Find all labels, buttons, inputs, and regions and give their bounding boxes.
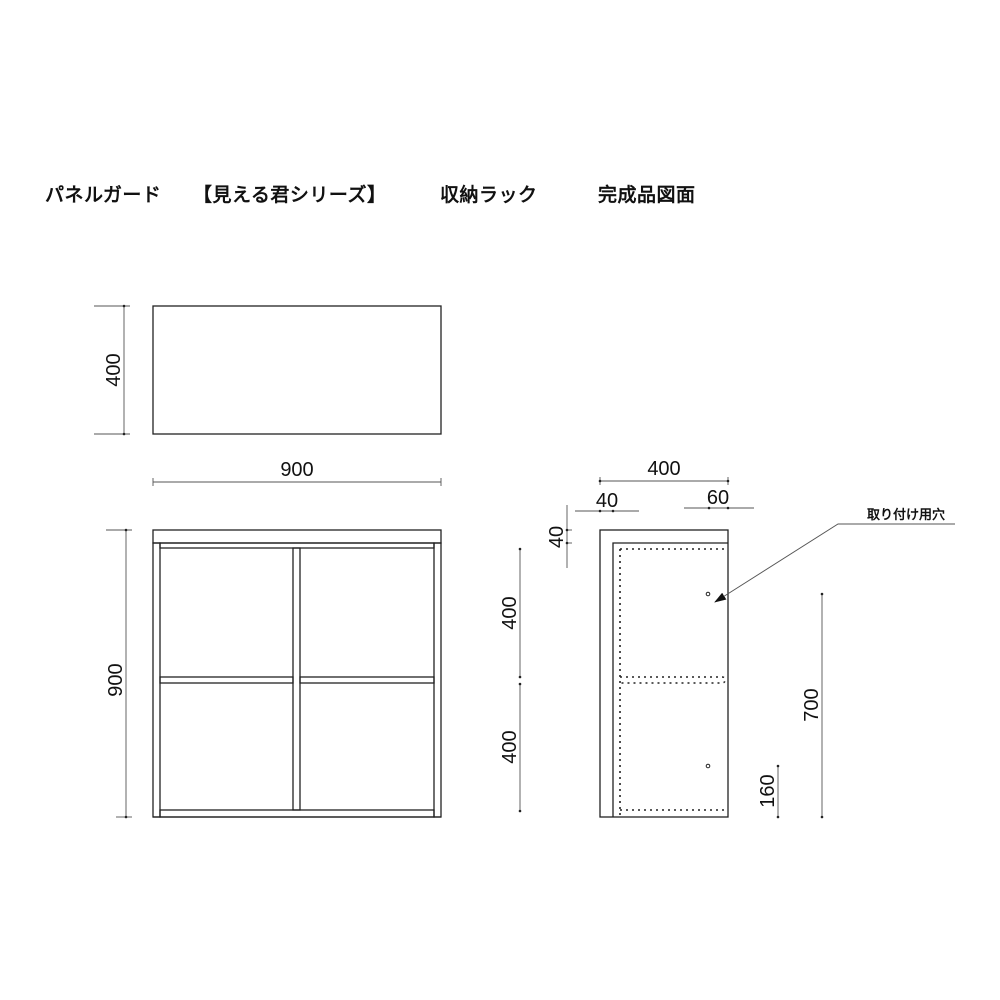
title-series: 【見える君シリーズ】	[193, 184, 387, 206]
callout-label: 取り付け用穴	[867, 507, 945, 523]
side-lower-hole-height-dimension: 160	[757, 764, 780, 819]
side-right-inset-label: 60	[707, 487, 729, 509]
top-view-outline	[152, 305, 442, 435]
side-inner-panel-edge	[612, 542, 728, 817]
front-middle-shelf-left	[159, 676, 294, 684]
front-view-height-dimension: 900	[105, 528, 132, 819]
side-outline	[599, 529, 729, 818]
title-item: 収納ラック	[440, 184, 538, 206]
side-hidden-shelf	[620, 676, 726, 684]
side-upper-shelf-label: 400	[499, 596, 521, 629]
side-top-thickness-label: 40	[546, 526, 568, 548]
side-upper-hole-height-dimension: 700	[801, 592, 824, 819]
side-left-inset-label: 40	[596, 490, 618, 512]
side-left-inset-dimension: 40	[575, 490, 639, 513]
side-top-thickness-dimension: 40	[546, 505, 572, 568]
side-depth-label: 400	[647, 458, 680, 480]
front-bottom-rail	[159, 809, 435, 818]
side-lower-shelf-label: 400	[499, 730, 521, 763]
front-middle-shelf-right	[299, 676, 435, 684]
title-product: パネルガード	[45, 184, 162, 206]
top-view: 400 900	[94, 304, 442, 486]
mounting-hole-callout: 取り付け用穴	[714, 507, 955, 603]
callout-arrow-icon	[714, 523, 955, 603]
side-view: 400 40 60 40	[499, 458, 955, 819]
side-right-inset-dimension: 60	[684, 487, 754, 510]
top-view-depth-dimension: 400	[94, 304, 130, 436]
front-top-board	[152, 529, 442, 544]
front-view: 900	[105, 528, 442, 819]
front-view-height-label: 900	[105, 663, 127, 696]
mounting-hole-lower-icon	[705, 763, 711, 769]
front-left-panel	[152, 542, 161, 818]
front-center-divider	[292, 547, 301, 811]
mounting-hole-upper-icon	[705, 591, 711, 597]
side-lower-hole-height-label: 160	[757, 774, 779, 807]
front-top-rail	[159, 542, 435, 549]
top-view-width-dimension: 900	[152, 459, 442, 486]
side-shelf-dimensions: 400 400	[499, 547, 522, 813]
title-doc-type: 完成品図面	[598, 184, 696, 206]
side-depth-dimension: 400	[598, 458, 730, 485]
top-view-width-label: 900	[280, 459, 313, 481]
top-view-depth-label: 400	[103, 353, 125, 386]
front-right-panel	[433, 542, 442, 818]
side-upper-hole-height-label: 700	[801, 688, 823, 721]
